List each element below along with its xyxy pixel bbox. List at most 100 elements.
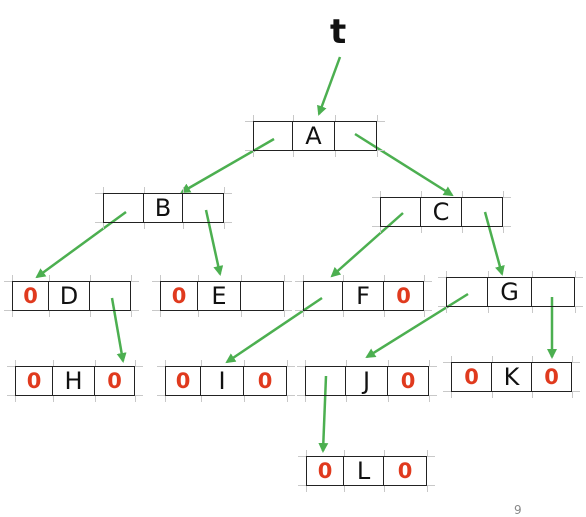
grid-tick: [244, 396, 245, 402]
grid-tick: [90, 311, 91, 317]
grid-tick: [95, 360, 96, 366]
right-pointer-field: 0: [384, 456, 427, 486]
grid-tick: [427, 485, 435, 486]
edge-j-l: [318, 375, 329, 453]
grid-tick: [157, 395, 165, 396]
node-label: I: [201, 366, 244, 396]
edge-c-g: [483, 211, 505, 276]
grid-tick: [295, 281, 303, 282]
grid-tick: [201, 360, 202, 366]
edge-a-b: [180, 137, 275, 194]
node-label: L: [344, 456, 384, 486]
grid-tick: [284, 275, 285, 281]
grid-tick: [443, 391, 451, 392]
right-pointer-field: [183, 193, 224, 223]
left-pointer-field: 0: [12, 281, 49, 311]
grid-tick: [429, 396, 430, 402]
left-pointer-field: [103, 193, 144, 223]
grid-tick: [224, 222, 232, 223]
grid-tick: [241, 275, 242, 281]
edge-d-h: [110, 297, 127, 363]
grid-tick: [532, 307, 533, 313]
grid-tick: [451, 356, 452, 362]
grid-tick: [305, 360, 306, 366]
grid-tick: [344, 486, 345, 492]
right-pointer-field: 0: [95, 366, 135, 396]
grid-tick: [284, 311, 285, 317]
tree-node-a: A: [253, 121, 377, 151]
left-pointer-field: 0: [165, 366, 201, 396]
grid-tick: [303, 275, 304, 281]
grid-tick: [253, 151, 254, 157]
grid-tick: [306, 486, 307, 492]
grid-tick: [429, 366, 437, 367]
node-label: K: [492, 362, 532, 392]
grid-tick: [492, 356, 493, 362]
grid-tick: [429, 360, 430, 366]
grid-tick: [384, 275, 385, 281]
grid-tick: [575, 307, 576, 313]
grid-tick: [532, 356, 533, 362]
grid-tick: [287, 366, 295, 367]
grid-tick: [429, 395, 437, 396]
page-number: 9: [514, 503, 522, 517]
grid-tick: [492, 392, 493, 398]
grid-tick: [380, 227, 381, 233]
left-pointer-field: [446, 277, 488, 307]
grid-tick: [305, 396, 306, 402]
grid-tick: [297, 395, 305, 396]
grid-tick: [95, 193, 103, 194]
grid-tick: [572, 362, 580, 363]
right-pointer-field: 0: [388, 366, 429, 396]
grid-tick: [4, 310, 12, 311]
grid-tick: [421, 191, 422, 197]
grid-tick: [245, 121, 253, 122]
grid-tick: [131, 281, 139, 282]
right-pointer-field: [532, 277, 575, 307]
grid-tick: [284, 310, 292, 311]
grid-tick: [224, 223, 225, 229]
grid-tick: [532, 271, 533, 277]
grid-tick: [503, 226, 511, 227]
grid-tick: [152, 310, 160, 311]
grid-tick: [165, 396, 166, 402]
grid-tick: [287, 360, 288, 366]
grid-tick: [443, 362, 451, 363]
grid-tick: [343, 311, 344, 317]
right-pointer-field: 0: [532, 362, 572, 392]
grid-tick: [488, 271, 489, 277]
node-label: G: [488, 277, 532, 307]
grid-tick: [446, 307, 447, 313]
grid-tick: [462, 227, 463, 233]
grid-tick: [344, 450, 345, 456]
node-label: H: [53, 366, 95, 396]
edge-g-j: [365, 292, 469, 359]
grid-tick: [298, 456, 306, 457]
node-label: J: [346, 366, 388, 396]
grid-tick: [346, 360, 347, 366]
grid-tick: [377, 115, 378, 121]
grid-tick: [388, 360, 389, 366]
grid-tick: [343, 275, 344, 281]
node-label: D: [49, 281, 90, 311]
grid-tick: [201, 396, 202, 402]
root-pointer-label: t: [330, 12, 347, 52]
node-label: A: [293, 121, 335, 151]
grid-tick: [377, 121, 385, 122]
grid-tick: [157, 366, 165, 367]
grid-tick: [53, 396, 54, 402]
grid-tick: [160, 275, 161, 281]
grid-tick: [380, 191, 381, 197]
grid-tick: [95, 396, 96, 402]
grid-tick: [572, 392, 573, 398]
grid-tick: [377, 151, 378, 157]
right-pointer-field: [241, 281, 284, 311]
left-pointer-field: 0: [160, 281, 198, 311]
left-pointer-field: 0: [306, 456, 344, 486]
tree-node-g: G: [446, 277, 575, 307]
grid-tick: [298, 485, 306, 486]
